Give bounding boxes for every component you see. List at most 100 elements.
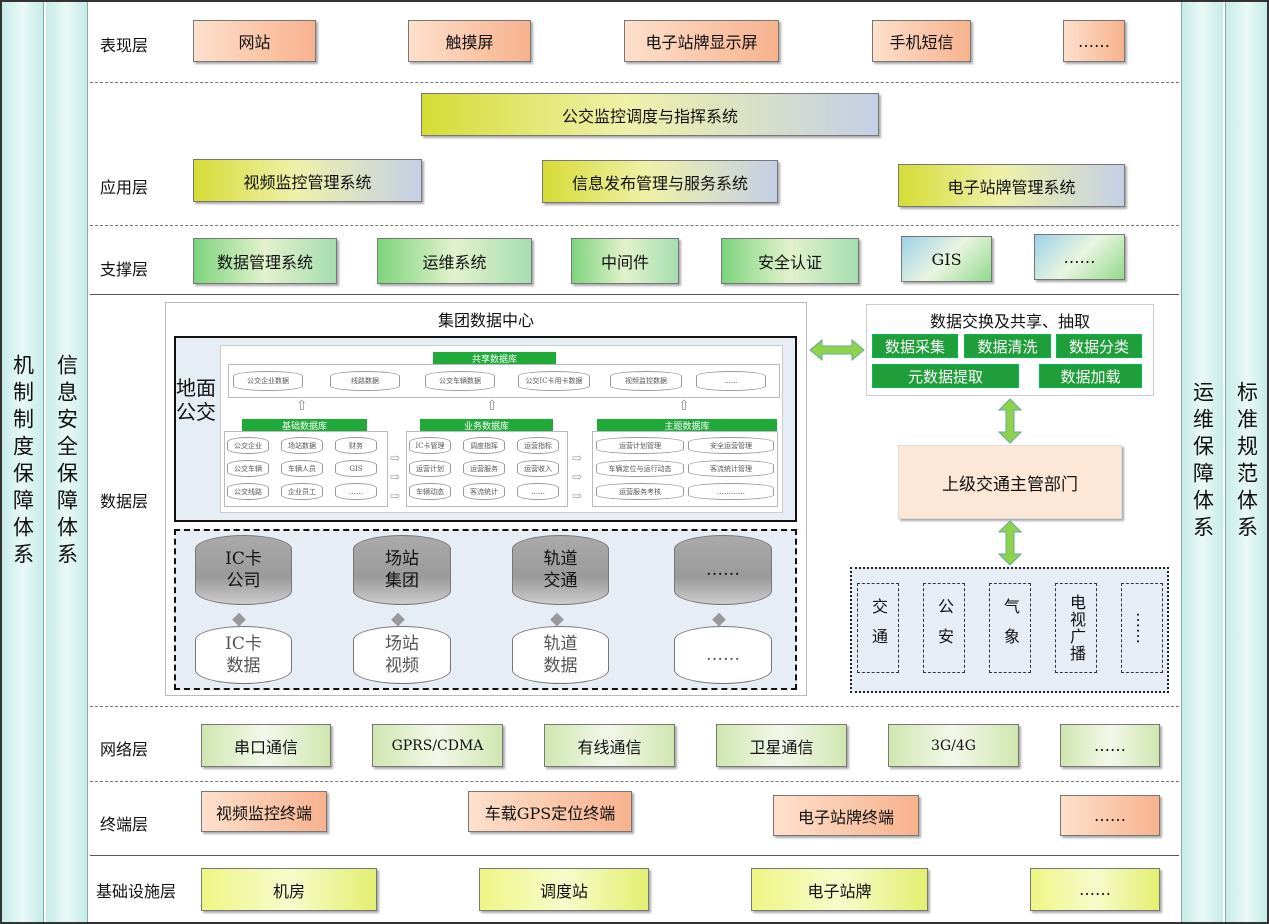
exchange-load: 数据加载 — [1039, 364, 1142, 388]
terminal-vehicle-gps: 车载GPS定位终端 — [468, 791, 632, 832]
basic-db-item: 车辆人员 — [281, 460, 323, 477]
external-label: …… — [1133, 612, 1152, 644]
infra-server-room: 机房 — [201, 868, 377, 911]
layer-label-support: 支撑层 — [100, 260, 149, 279]
support-more: …… — [1034, 234, 1125, 280]
basic-db-item: GIS — [335, 460, 377, 477]
higher-transport-authority: 上级交通主管部门 — [898, 445, 1122, 519]
infra-more: …… — [1030, 868, 1160, 911]
basic-db-item: 企业员工 — [281, 483, 323, 500]
double-arrow-icon — [997, 520, 1023, 566]
layer-divider — [90, 294, 1179, 295]
double-arrow-icon: ⬥ — [550, 606, 564, 630]
arrow-up-icon: ⇧ — [486, 398, 498, 414]
basic-db-item: 公交车辆 — [227, 460, 269, 477]
infra-dispatch-station: 调度站 — [479, 868, 649, 911]
source-rail-transit: 轨道 交通 — [512, 535, 609, 605]
source-more-data: …… — [674, 626, 772, 684]
shared-db-item: 线路数据 — [330, 371, 400, 391]
support-middleware: 中间件 — [571, 238, 679, 284]
theme-db-item: 安全运营管理 — [688, 437, 774, 454]
exchange-connector — [808, 338, 866, 362]
business-db-item: 运营服务 — [463, 460, 505, 477]
business-db-title: 业务数据库 — [420, 419, 553, 432]
band-ops: 运维保障体系 — [1181, 2, 1223, 922]
infra-e-stop: 电子站牌 — [751, 868, 928, 911]
business-db-frame — [406, 431, 568, 507]
data-center-title: 集团数据中心 — [437, 311, 534, 330]
double-arrow-icon: ⬥ — [712, 606, 726, 630]
vertical-connector — [997, 398, 1023, 444]
layer-label-terminal: 终端层 — [100, 815, 149, 834]
business-db-item: 调度指挥 — [463, 437, 505, 454]
double-arrow-icon — [809, 338, 865, 362]
network-wired: 有线通信 — [544, 724, 675, 767]
source-ic-card-data: IC卡 数据 — [195, 626, 292, 684]
band-mechanism: 机制制度保障体系 — [2, 2, 44, 922]
exchange-metadata: 元数据提取 — [872, 364, 1019, 388]
shared-db-item: 公交企业数据 — [233, 371, 303, 391]
exchange-collect: 数据采集 — [872, 334, 958, 358]
external-more: …… — [1121, 583, 1163, 673]
source-ic-card-company: IC卡 公司 — [195, 535, 292, 605]
business-db-item: 运营收入 — [517, 460, 559, 477]
band-infosec: 信息安全保障体系 — [46, 2, 88, 922]
source-rail-data: 轨道 数据 — [512, 626, 609, 684]
layer-divider — [90, 225, 1179, 226]
theme-db-item: 客流统计管理 — [688, 460, 774, 477]
network-3g-4g: 3G/4G — [888, 724, 1019, 767]
support-security-auth: 安全认证 — [721, 238, 859, 284]
ground-bus-label: 地面公交 — [176, 376, 216, 424]
layer-label-network: 网络层 — [100, 740, 149, 759]
business-db-item: 运营指标 — [517, 437, 559, 454]
double-arrow-icon: ⬥ — [232, 606, 246, 630]
exchange-clean: 数据清洗 — [964, 334, 1051, 358]
external-label: 交通 — [869, 598, 888, 658]
exchange-title: 数据交换及共享、抽取 — [929, 312, 1090, 331]
theme-db-title: 主题数据库 — [597, 419, 777, 432]
layer-divider — [90, 781, 1179, 782]
presentation-more: …… — [1063, 20, 1125, 62]
external-label: 气象 — [1001, 598, 1020, 658]
vertical-connector — [997, 520, 1023, 566]
band-label: 机制制度保障体系 — [10, 354, 35, 570]
layer-divider — [90, 82, 1179, 83]
source-station-video: 场站 视频 — [353, 626, 451, 684]
app-dispatch-command-system: 公交监控调度与指挥系统 — [421, 93, 879, 136]
basic-db-item: 财务 — [335, 437, 377, 454]
external-label: 电视广播 — [1067, 594, 1086, 662]
layer-divider — [90, 706, 1179, 707]
layer-label-infrastructure: 基础设施层 — [96, 882, 177, 901]
shared-db-title: 共享数据库 — [433, 352, 556, 365]
exchange-classify: 数据分类 — [1056, 334, 1142, 358]
shared-db-frame — [228, 364, 780, 398]
basic-db-title: 基础数据库 — [242, 419, 367, 432]
source-station-group: 场站 集团 — [353, 535, 451, 605]
theme-db-item: 车辆定位与运行动态 — [596, 460, 684, 477]
layer-label-application: 应用层 — [100, 178, 149, 197]
theme-db-item: 运营计划管理 — [596, 437, 684, 454]
business-db-item: 运营计划 — [409, 460, 451, 477]
business-db-item: 车辆动态 — [409, 483, 451, 500]
app-video-monitoring-system: 视频监控管理系统 — [193, 159, 422, 202]
app-info-publishing-system: 信息发布管理与服务系统 — [542, 160, 778, 203]
source-more: …… — [674, 535, 772, 605]
band-standards: 标准规范体系 — [1225, 2, 1267, 922]
theme-db-item: 运营服务考核 — [596, 483, 684, 500]
basic-db-item: 公交企业 — [227, 437, 269, 454]
shared-db-item: 公交IC卡用卡数据 — [518, 371, 590, 391]
arrow-right-icon: ⇨⇨⇨ — [390, 451, 401, 503]
band-label: 标准规范体系 — [1234, 381, 1259, 543]
band-label: 运维保障体系 — [1190, 381, 1215, 543]
band-label: 信息安全保障体系 — [54, 354, 79, 570]
double-arrow-icon: ⬥ — [391, 606, 405, 630]
external-label: 公安 — [935, 598, 954, 658]
network-more: …… — [1060, 724, 1160, 767]
network-satellite: 卫星通信 — [716, 724, 847, 767]
support-data-management: 数据管理系统 — [193, 238, 337, 284]
business-db-item: …… — [517, 483, 559, 500]
arrow-up-icon: ⇧ — [678, 398, 690, 414]
network-gprs-cdma: GPRS/CDMA — [372, 724, 503, 767]
shared-db-item: 公交车辆数据 — [425, 371, 495, 391]
presentation-e-stop-display: 电子站牌显示屏 — [624, 20, 779, 62]
